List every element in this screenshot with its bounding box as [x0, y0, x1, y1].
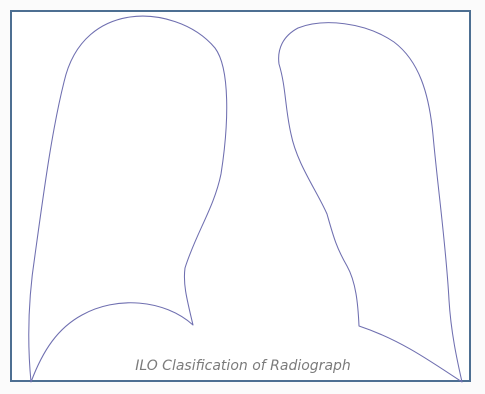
diagram-caption: ILO Clasification of Radiograph: [93, 358, 393, 374]
right-lung-outline: [29, 16, 227, 382]
left-lung-outline: [279, 23, 462, 382]
